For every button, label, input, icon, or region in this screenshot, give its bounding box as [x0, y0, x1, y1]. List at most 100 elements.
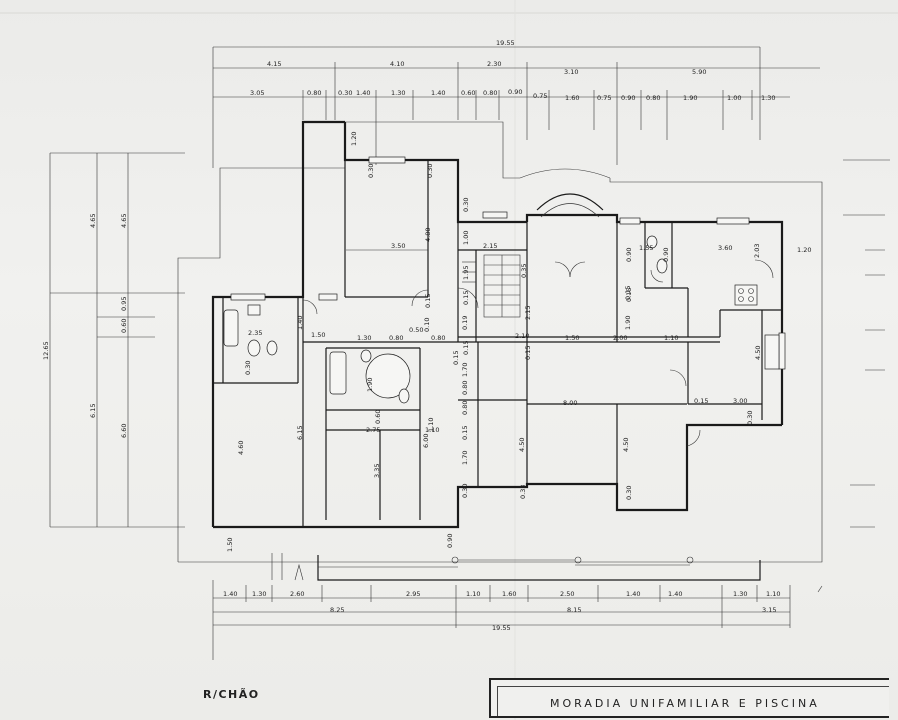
svg-text:1.40: 1.40	[223, 590, 237, 598]
interior-walls	[213, 160, 782, 527]
svg-text:4.50: 4.50	[622, 438, 630, 452]
svg-text:1.40: 1.40	[626, 590, 640, 598]
top-dimension-values: 19.55 4.15 4.10 2.30 3.10 5.90 3.05 0.80…	[250, 39, 775, 102]
svg-text:3.50: 3.50	[391, 242, 405, 250]
svg-text:8.00: 8.00	[563, 399, 577, 407]
svg-text:1.50: 1.50	[311, 331, 325, 339]
svg-text:1.90: 1.90	[366, 378, 374, 392]
svg-text:0.15: 0.15	[424, 294, 432, 308]
svg-text:0.90: 0.90	[446, 534, 454, 548]
svg-text:3.00: 3.00	[733, 397, 747, 405]
svg-text:0.30: 0.30	[338, 89, 352, 97]
svg-text:0.10: 0.10	[423, 318, 431, 332]
svg-text:1.40: 1.40	[431, 89, 445, 97]
bay-window	[536, 193, 604, 218]
svg-text:3.10: 3.10	[564, 68, 578, 76]
svg-text:1.10: 1.10	[766, 590, 780, 598]
svg-text:0.90: 0.90	[621, 94, 635, 102]
svg-text:0.50: 0.50	[409, 326, 423, 334]
svg-text:0.30: 0.30	[462, 198, 470, 212]
svg-text:6.15: 6.15	[296, 426, 304, 440]
svg-text:1.90: 1.90	[683, 94, 697, 102]
svg-text:4.15: 4.15	[267, 60, 281, 68]
svg-text:1.40: 1.40	[668, 590, 682, 598]
svg-text:4.65: 4.65	[89, 214, 97, 228]
left-dimension-values: 12.65 4.65 6.15 4.65 0.95 0.60 6.60	[42, 214, 128, 438]
svg-text:4.80: 4.80	[424, 228, 432, 242]
floor-label: R/CHÃO	[203, 688, 260, 701]
bottom-dimension-values: 1.40 1.30 2.60 2.95 1.10 1.60 2.50 1.40 …	[223, 590, 780, 632]
svg-text:6.15: 6.15	[89, 404, 97, 418]
svg-text:3.60: 3.60	[718, 244, 732, 252]
svg-text:0.15: 0.15	[625, 288, 633, 302]
title-block-inner: MORADIA UNIFAMILIAR E PISCINA	[497, 686, 889, 716]
svg-text:0.35: 0.35	[520, 264, 528, 278]
svg-text:2.60: 2.60	[290, 590, 304, 598]
right-dimension-ticks	[843, 159, 890, 528]
svg-text:0.15: 0.15	[624, 286, 632, 300]
svg-text:0.60: 0.60	[374, 410, 382, 424]
svg-text:0.30: 0.30	[426, 164, 434, 178]
svg-text:0.80: 0.80	[389, 334, 403, 342]
staircase	[462, 254, 521, 318]
svg-text:2.00: 2.00	[613, 334, 627, 342]
svg-text:0.80: 0.80	[307, 89, 321, 97]
windows	[230, 156, 786, 370]
svg-text:1.70: 1.70	[461, 451, 469, 465]
svg-text:1.60: 1.60	[502, 590, 516, 598]
svg-text:1.20: 1.20	[797, 246, 811, 254]
svg-text:1.70: 1.70	[461, 363, 469, 377]
dim-top-overall: 19.55	[496, 39, 515, 47]
svg-text:1.95: 1.95	[462, 266, 470, 280]
svg-text:1.50: 1.50	[226, 538, 234, 552]
bathroom-fixtures	[223, 235, 668, 404]
svg-text:0.30: 0.30	[244, 361, 252, 375]
svg-text:8.15: 8.15	[567, 606, 581, 614]
svg-text:1.60: 1.60	[565, 94, 579, 102]
dim-left-overall: 12.65	[42, 341, 50, 360]
left-dimension-lines	[49, 152, 185, 528]
bottom-dimension-lines	[212, 580, 791, 660]
svg-text:0.90: 0.90	[662, 248, 670, 262]
svg-text:4.65: 4.65	[120, 214, 128, 228]
svg-text:1.30: 1.30	[761, 94, 775, 102]
svg-text:0.80: 0.80	[483, 89, 497, 97]
svg-text:6.60: 6.60	[120, 424, 128, 438]
svg-text:1.30: 1.30	[357, 334, 371, 342]
sliding-doors	[271, 553, 761, 581]
svg-text:2.03: 2.03	[753, 244, 761, 258]
svg-text:1.90: 1.90	[624, 316, 632, 330]
svg-text:2.30: 2.30	[487, 60, 501, 68]
svg-text:1.55: 1.55	[639, 244, 653, 252]
svg-text:5.90: 5.90	[692, 68, 706, 76]
svg-text:0.80: 0.80	[431, 334, 445, 342]
svg-text:0.15: 0.15	[452, 351, 460, 365]
svg-text:1.30: 1.30	[391, 89, 405, 97]
svg-text:1.20: 1.20	[350, 132, 358, 146]
svg-text:0.75: 0.75	[533, 92, 547, 100]
dim-bottom-overall: 19.55	[492, 624, 511, 632]
exterior-walls	[211, 120, 784, 529]
project-title: MORADIA UNIFAMILIAR E PISCINA	[550, 697, 820, 710]
svg-text:0.15: 0.15	[694, 397, 708, 405]
svg-text:4.50: 4.50	[754, 346, 762, 360]
svg-text:2.10: 2.10	[515, 332, 529, 340]
svg-text:0.30: 0.30	[625, 486, 633, 500]
svg-text:0.90: 0.90	[508, 88, 522, 96]
svg-text:0.30: 0.30	[746, 411, 754, 425]
svg-text:1.10: 1.10	[427, 418, 435, 432]
svg-text:1.50: 1.50	[565, 334, 579, 342]
svg-text:2.95: 2.95	[406, 590, 420, 598]
svg-text:0.95: 0.95	[120, 297, 128, 311]
svg-text:3.35: 3.35	[373, 464, 381, 478]
svg-text:4.10: 4.10	[390, 60, 404, 68]
svg-text:0.60: 0.60	[461, 89, 475, 97]
svg-text:0.15: 0.15	[462, 291, 470, 305]
svg-text:1.40: 1.40	[356, 89, 370, 97]
svg-text:0.80: 0.80	[461, 401, 469, 415]
svg-text:0.80: 0.80	[461, 381, 469, 395]
svg-text:0.15: 0.15	[461, 426, 469, 440]
